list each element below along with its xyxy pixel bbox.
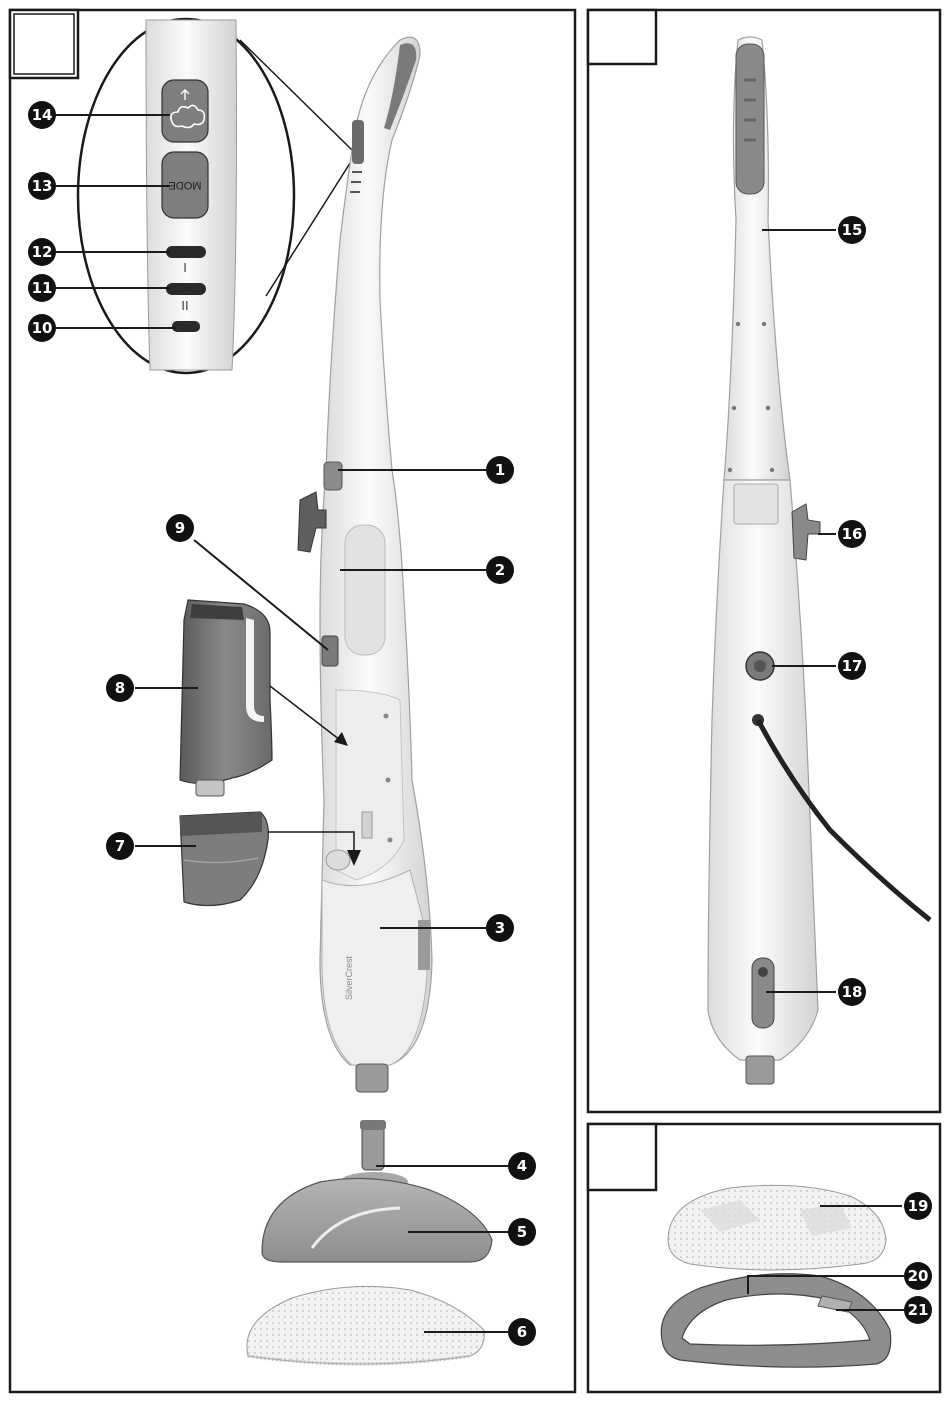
svg-text:4: 4 [517,1157,527,1175]
callout-11: 11 [28,274,56,302]
release-button-1 [324,462,342,490]
handle-grip [326,37,420,470]
callout-13: 13 [28,172,56,200]
tank-latch-9 [322,636,338,666]
cleaning-cloth-6 [247,1286,484,1364]
steam-mop-rear [708,37,930,1084]
steam-mop-body: SilverCrest [298,37,432,1092]
svg-text:9: 9 [175,519,185,537]
svg-text:1: 1 [495,461,505,479]
svg-text:20: 20 [908,1267,929,1285]
callout-5: 5 [508,1218,536,1246]
panel-b-letter-box [588,10,656,64]
mode-button-label: MODE [169,179,202,191]
indicator-light-11 [166,283,206,295]
callout-18: 18 [838,978,866,1006]
svg-text:7: 7 [115,837,125,855]
callout-7: 7 [106,832,134,860]
callout-14: 14 [28,101,56,129]
svg-text:12: 12 [32,243,53,261]
svg-text:10: 10 [32,319,53,337]
level-mark-i: I [183,260,187,275]
zoom-detail: MODE I II [78,19,352,373]
panel-b [588,10,940,1112]
panel-a: MODE I II [10,10,575,1392]
indicator-light-10 [172,321,200,332]
filter-housing [180,812,268,906]
callout-8: 8 [106,674,134,702]
microfiber-cloth-19 [668,1185,886,1270]
carpet-glider-frame-20 [661,1274,890,1367]
side-knob-16 [792,504,820,560]
callout-21: 21 [904,1296,932,1324]
callout-20: 20 [904,1262,932,1290]
panel-c [588,1124,940,1392]
svg-text:3: 3 [495,919,505,937]
brand-text: SilverCrest [344,955,354,1000]
svg-text:6: 6 [517,1323,527,1341]
callout-1: 1 [486,456,514,484]
steam-button [162,80,208,142]
svg-text:21: 21 [908,1301,929,1319]
svg-text:19: 19 [908,1197,929,1215]
svg-text:5: 5 [517,1223,527,1241]
callout-15: 15 [838,216,866,244]
callout-2: 2 [486,556,514,584]
svg-text:16: 16 [842,525,863,543]
bottom-connector [356,1064,388,1092]
panel-c-letter-box [588,1124,656,1190]
callout-3: 3 [486,914,514,942]
level-mark-ii: II [181,298,188,313]
svg-text:17: 17 [842,657,863,675]
foot-plate-5 [262,1178,492,1262]
callout-19: 19 [904,1192,932,1220]
indicator-light-12 [166,246,206,258]
callout-12: 12 [28,238,56,266]
callout-10: 10 [28,314,56,342]
svg-text:11: 11 [32,279,53,297]
water-tank [180,600,272,796]
svg-text:13: 13 [32,177,53,195]
callout-9: 9 [166,514,194,542]
callout-16: 16 [838,520,866,548]
svg-text:18: 18 [842,983,863,1001]
steam-foot [262,1120,492,1262]
callout-4: 4 [508,1152,536,1180]
svg-text:15: 15 [842,221,863,239]
callout-17: 17 [838,652,866,680]
callout-6: 6 [508,1318,536,1346]
svg-text:14: 14 [32,106,53,124]
svg-text:8: 8 [115,679,125,697]
svg-text:2: 2 [495,561,505,579]
joint-4 [362,1124,384,1170]
